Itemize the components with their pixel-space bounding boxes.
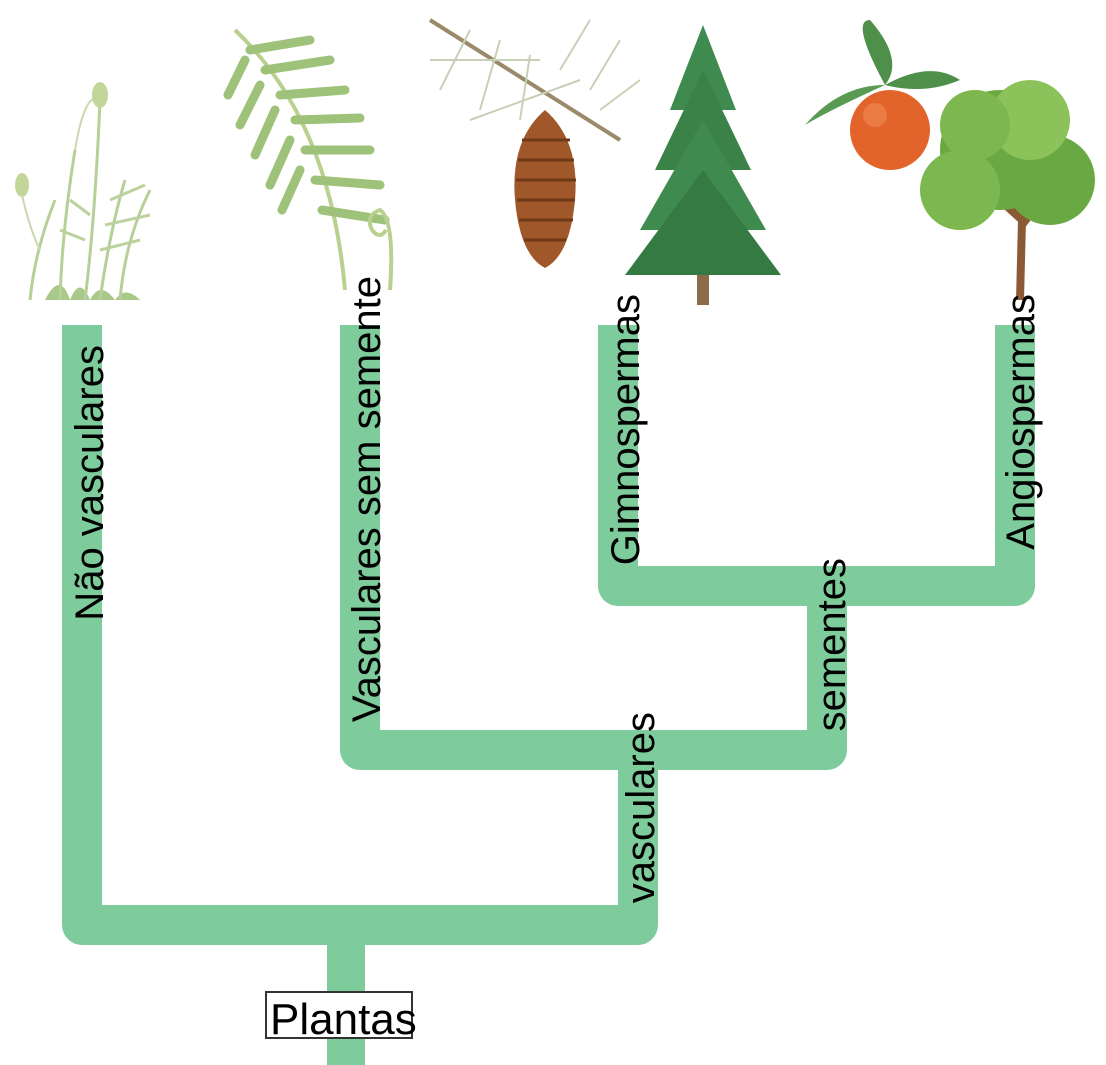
pine-tree-illustration xyxy=(625,25,781,305)
branch-sementes-node xyxy=(618,325,1015,586)
cladogram-branches xyxy=(82,325,1015,1065)
label-angiospermas: Angiospermas xyxy=(999,294,1043,550)
label-nao-vasculares: Não vasculares xyxy=(68,345,112,621)
orange-illustration xyxy=(805,20,960,170)
branch-vasculares-node xyxy=(360,325,827,750)
moss-illustration xyxy=(15,82,150,300)
pinecone-illustration xyxy=(430,20,640,268)
root-label-box: Plantas xyxy=(266,992,417,1044)
label-sementes: sementes xyxy=(810,558,854,731)
label-gimnospermas: Gimnospermas xyxy=(604,294,648,565)
label-vasculares: vasculares xyxy=(619,712,663,903)
label-plantas: Plantas xyxy=(270,995,417,1044)
fern-illustration xyxy=(228,30,391,290)
broadleaf-tree-illustration xyxy=(920,80,1095,300)
label-vasculares-sem-semente: Vasculares sem semente xyxy=(345,276,389,722)
